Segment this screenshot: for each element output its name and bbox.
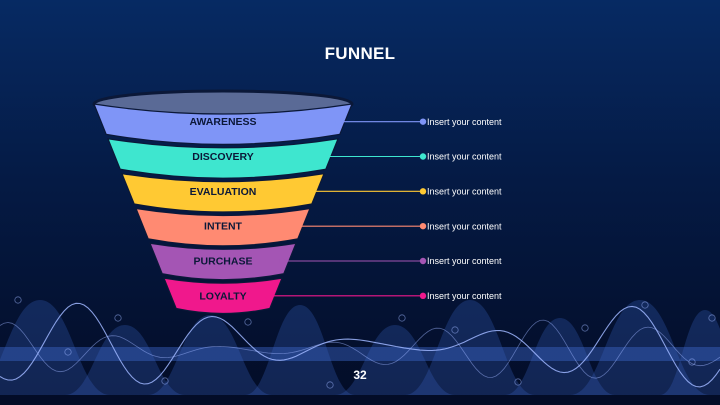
callout-discovery: Insert your content: [321, 152, 502, 162]
callout-text: Insert your content: [427, 221, 502, 231]
funnel-band: [163, 277, 283, 315]
page-number: 32: [353, 368, 367, 382]
callout-start-dot: [265, 293, 271, 299]
funnel-stage-evaluation: EVALUATION: [121, 172, 325, 213]
decor-ring: [244, 318, 252, 326]
callout-text: Insert your content: [427, 291, 502, 301]
decor-ring: [708, 314, 716, 322]
decor-ring: [514, 378, 522, 386]
callout-text: Insert your content: [427, 187, 502, 197]
funnel-band: [121, 172, 325, 213]
wave-hump: [335, 325, 455, 395]
callout-text: Insert your content: [427, 256, 502, 266]
callout-purchase: Insert your content: [279, 256, 502, 266]
decor-ring: [688, 358, 696, 366]
callout-loyalty: Insert your content: [265, 291, 502, 301]
wave-line: [0, 302, 720, 388]
wave-hump: [0, 300, 110, 395]
funnel-band: [107, 138, 339, 179]
callout-awareness: Insert your content: [335, 117, 502, 127]
decor-ring: [64, 348, 72, 356]
decor-ring: [14, 296, 22, 304]
callout-end-dot: [419, 222, 427, 230]
funnel-band: [93, 103, 353, 145]
funnel-stage-label: PURCHASE: [194, 256, 253, 268]
decor-ring: [641, 301, 649, 309]
funnel-stage-label: INTENT: [204, 221, 243, 233]
callout-end-dot: [419, 153, 427, 160]
wave-hump: [505, 318, 615, 395]
funnel-stage-label: EVALUATION: [190, 186, 257, 198]
wave-hump: [65, 325, 185, 395]
funnel-stage-discovery: DISCOVERY: [107, 138, 339, 179]
callout-text: Insert your content: [427, 117, 502, 127]
decor-ring: [581, 324, 589, 332]
funnel-stage-intent: INTENT: [135, 207, 311, 247]
funnel-stage-loyalty: LOYALTY: [163, 277, 283, 315]
callout-end-dot: [419, 292, 427, 300]
funnel-stage-purchase: PURCHASE: [149, 242, 297, 281]
callout-intent: Insert your content: [293, 221, 502, 231]
funnel-band: [149, 242, 297, 281]
callout-end-dot: [419, 188, 427, 195]
decor-ring: [451, 326, 459, 334]
decor-ring: [398, 314, 406, 322]
decor-ring: [161, 377, 169, 385]
wave-hump: [405, 300, 535, 395]
wave-hump: [148, 315, 272, 395]
decor-ring: [114, 314, 122, 322]
wave-hump: [570, 300, 710, 395]
callout-start-dot: [279, 258, 285, 264]
callout-end-dot: [419, 118, 427, 125]
callout-end-dot: [419, 257, 427, 265]
funnel-stage-label: LOYALTY: [199, 290, 246, 302]
funnel-band: [135, 207, 311, 247]
wave-hump: [660, 310, 720, 395]
callout-start-dot: [321, 153, 327, 160]
wave-line: [0, 319, 720, 379]
callout-start-dot: [293, 223, 299, 229]
funnel-stage-awareness: AWARENESS: [93, 103, 353, 145]
callout-start-dot: [307, 188, 313, 195]
funnel-stage-label: AWARENESS: [189, 116, 256, 128]
slide-title: FUNNEL: [324, 44, 396, 63]
callout-start-dot: [335, 118, 341, 125]
callout-text: Insert your content: [427, 152, 502, 162]
wave-band: [0, 347, 720, 361]
callout-evaluation: Insert your content: [307, 187, 502, 197]
funnel-stage-label: DISCOVERY: [192, 151, 253, 163]
decor-ring: [326, 381, 334, 389]
wave-hump: [245, 305, 355, 395]
